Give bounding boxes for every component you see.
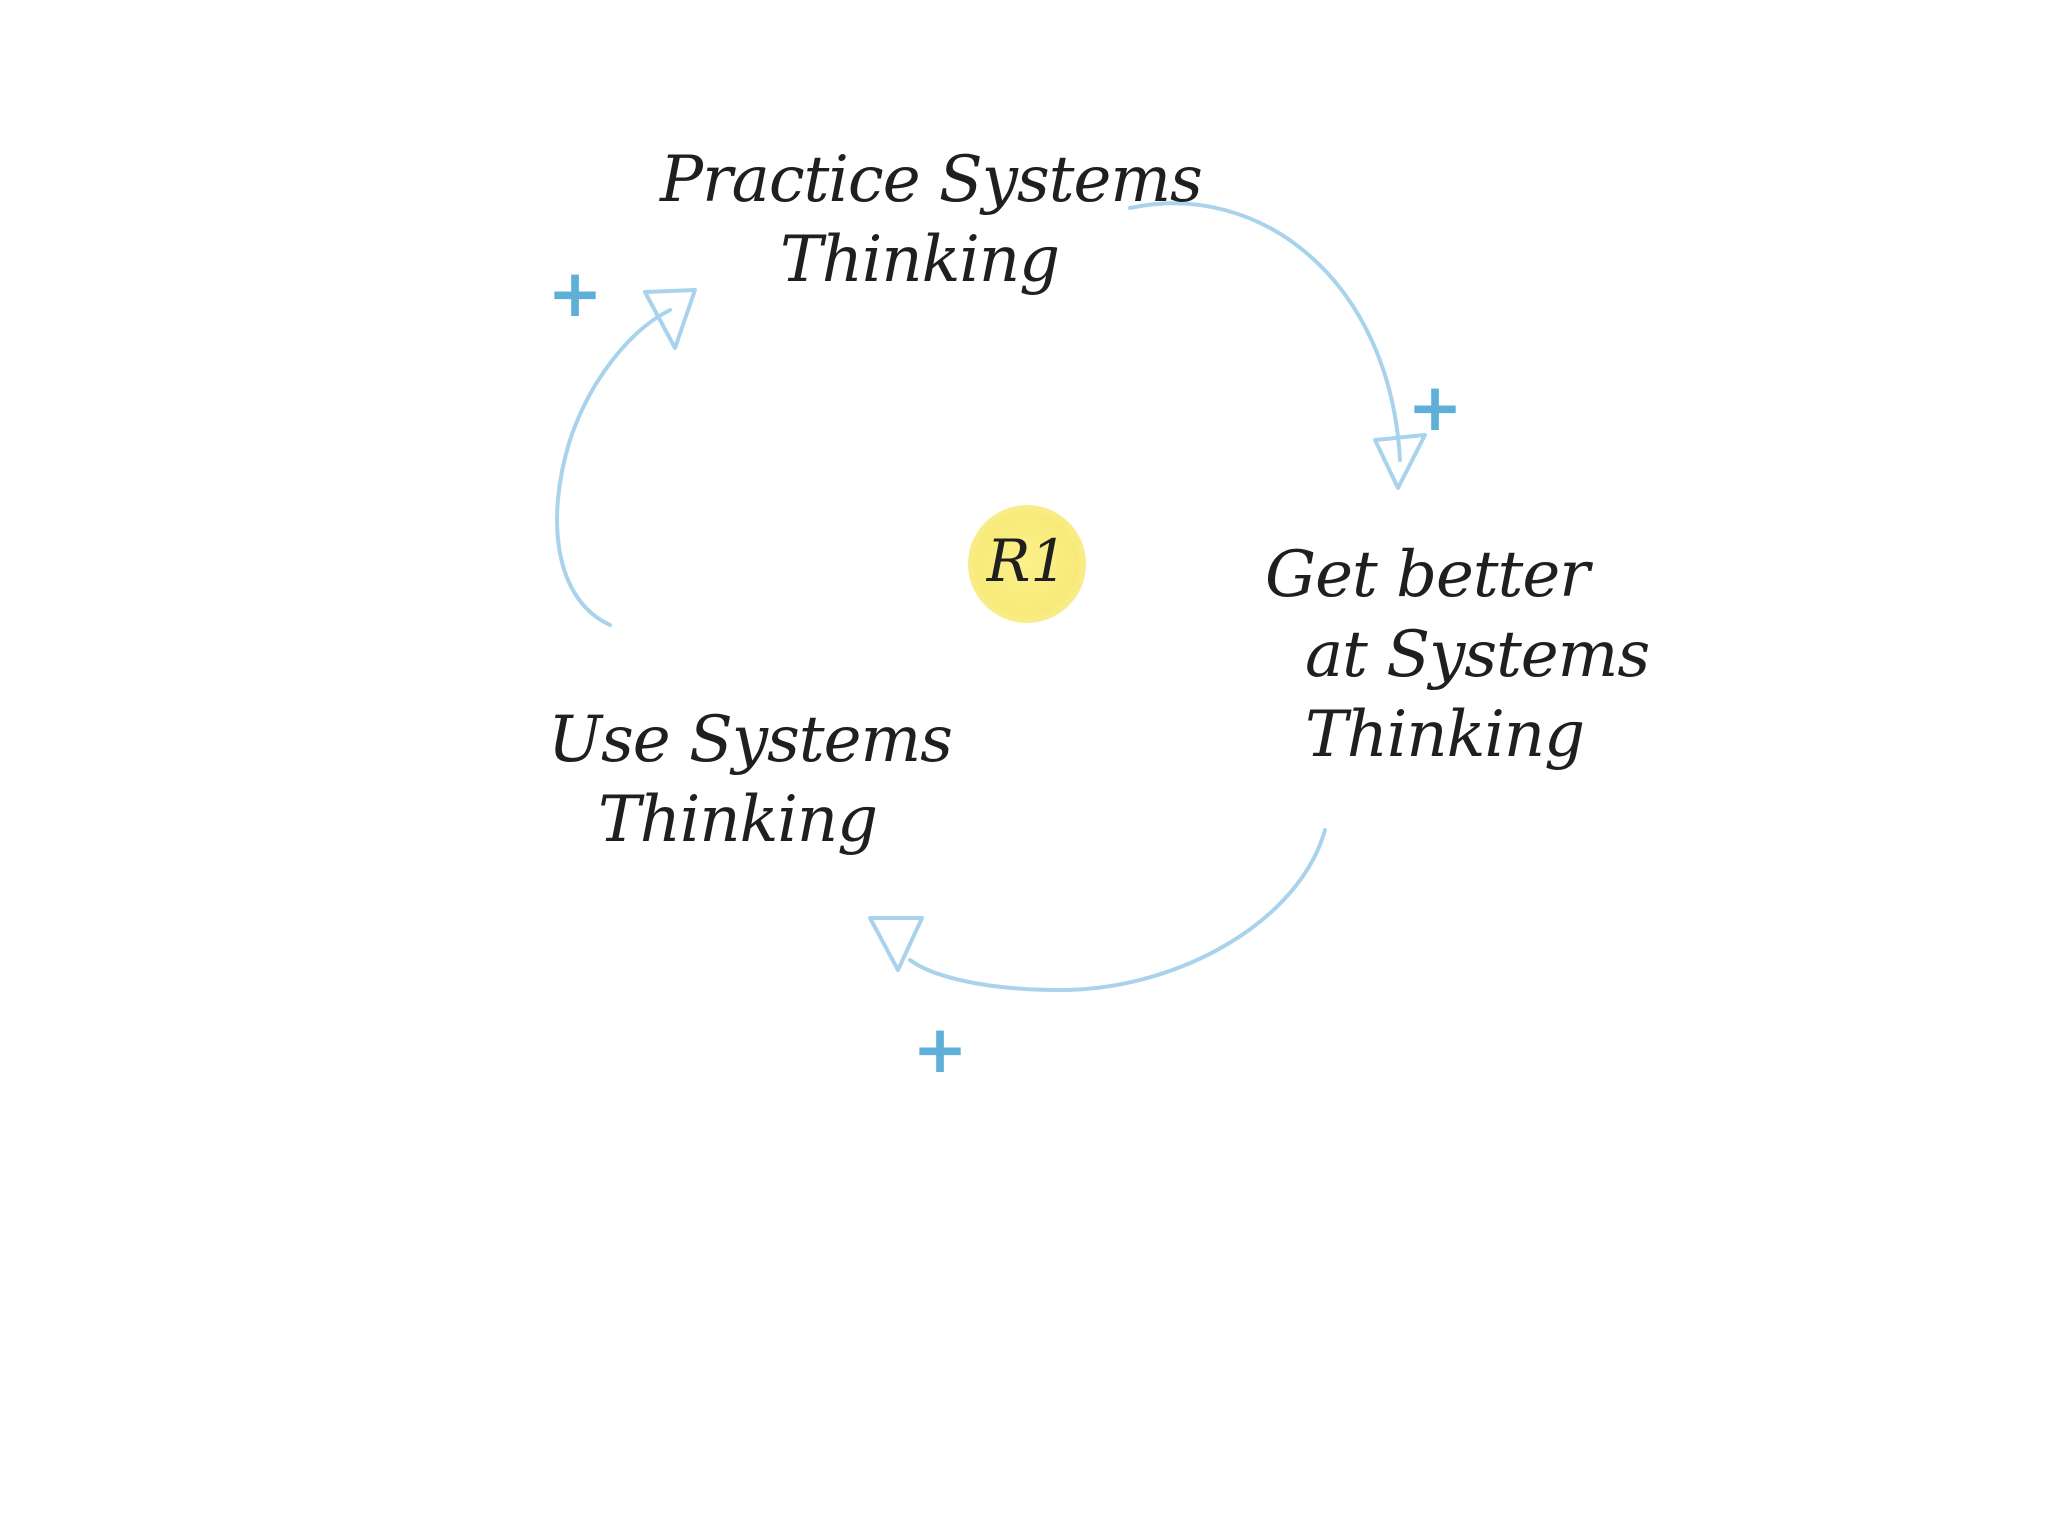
node-practice-systems-thinking: Practice Systems Thinking [660,140,1203,300]
node-use-systems-thinking: Use Systems Thinking [548,700,953,860]
polarity-use-to-practice: + [547,255,602,332]
node-get-better-line-1: Get better [1265,538,1590,612]
arrow-use-to-practice [555,308,672,627]
polarity-practice-to-get-better: + [1407,369,1462,446]
arrowhead-use-to-practice [643,288,697,350]
arrowhead-practice-to-get-better [1373,433,1427,490]
arrowhead-get-better-to-use [868,916,924,972]
node-use-line-2: Thinking [598,783,878,857]
node-get-better-line-3: Thinking [1305,698,1585,772]
node-practice-line-2: Thinking [780,223,1060,297]
loop-label-highlight [968,505,1086,623]
node-practice-line-1: Practice Systems [660,143,1203,217]
arrow-practice-to-get-better [1128,201,1402,462]
node-get-better-line-2: at Systems [1305,618,1650,692]
arrow-get-better-to-use [908,828,1327,993]
loop-label-text: R1 [986,527,1068,595]
polarity-get-better-to-use: + [912,1011,967,1088]
node-get-better-at-systems-thinking: Get better at Systems Thinking [1265,535,1650,775]
loop-label-badge: R1 [968,505,1086,623]
node-use-line-1: Use Systems [548,703,953,777]
